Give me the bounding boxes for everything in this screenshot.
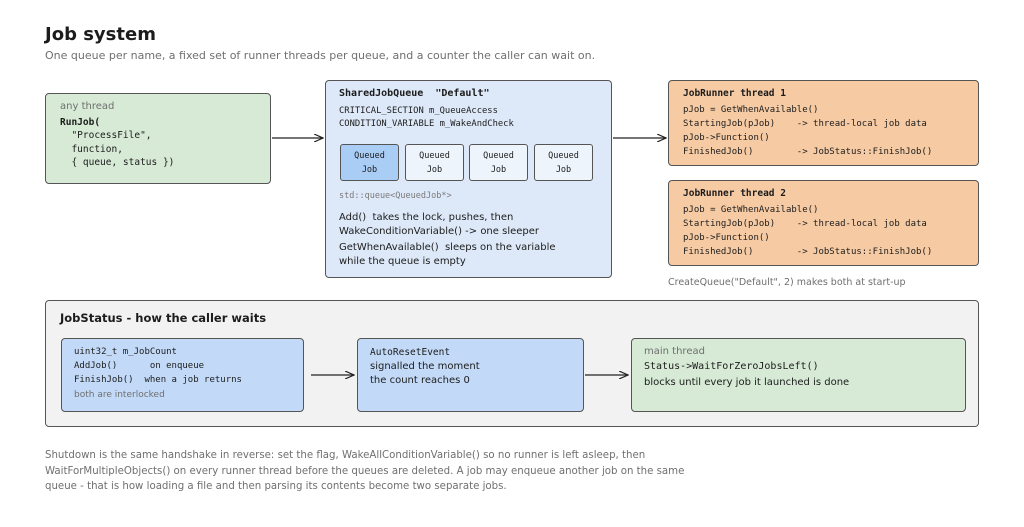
auto-reset-event-box: AutoResetEvent signalled the moment the …: [357, 338, 584, 412]
run-job-arg-function: function,: [60, 143, 123, 155]
footer-line-1: Shutdown is the same handshake in revers…: [45, 450, 646, 461]
shared-queue-box: SharedJobQueue "Default" CRITICAL_SECTIO…: [325, 80, 612, 278]
add-job-line: AddJob() on enqueue: [74, 361, 205, 371]
run-job-arg-options: { queue, status }): [60, 157, 175, 169]
shared-queue-title: SharedJobQueue "Default": [339, 88, 490, 99]
auto-reset-event-line: the count reaches 0: [370, 375, 470, 386]
job-runner-2-line: pJob = GetWhenAvailable(): [683, 205, 819, 215]
job-status-title: JobStatus - how the caller waits: [60, 311, 267, 325]
job-runner-1-title: JobRunner thread 1: [683, 88, 786, 99]
queue-wait-line-2: while the queue is empty: [339, 256, 466, 267]
job-runner-2-line: pJob->Function(): [683, 233, 770, 243]
job-runner-1-line: StartingJob(pJob) -> thread-local job da…: [683, 119, 927, 129]
run-job-arg-name: "ProcessFile",: [60, 130, 152, 142]
page-subtitle: One queue per name, a fixed set of runne…: [45, 49, 596, 62]
job-count-box: uint32_t m_JobCount AddJob() on enqueue …: [61, 338, 304, 412]
job-runner-1-line: pJob = GetWhenAvailable(): [683, 105, 819, 115]
run-job-box: any thread RunJob( "ProcessFile", functi…: [45, 93, 271, 184]
queue-wait-line-1: GetWhenAvailable() sleeps on the variabl…: [339, 242, 556, 253]
footer-line-2: WaitForMultipleObjects() on every runner…: [45, 465, 685, 477]
page-title: Job system: [45, 24, 156, 45]
run-job-call: RunJob(: [60, 116, 101, 128]
finish-job-line: FinishJob() when a job returns: [74, 375, 242, 385]
interlocked-note: both are interlocked: [74, 390, 165, 400]
job-count-field: uint32_t m_JobCount: [74, 347, 177, 357]
main-thread-label: main thread: [644, 346, 705, 357]
job-runner-1-box: JobRunner thread 1 pJob = GetWhenAvailab…: [668, 80, 979, 166]
footer-line-3: queue - that is how loading a file and t…: [45, 481, 507, 492]
job-runner-2-box: JobRunner thread 2 pJob = GetWhenAvailab…: [668, 180, 979, 266]
queue-add-line-1: Add() takes the lock, pushes, then: [339, 212, 514, 223]
main-thread-box: main thread Status->WaitForZeroJobsLeft(…: [631, 338, 966, 412]
queue-container-type: std::queue<QueuedJob*>: [339, 191, 452, 201]
run-job-thread-label: any thread: [60, 101, 115, 112]
wait-for-zero-call: Status->WaitForZeroJobsLeft(): [644, 361, 819, 372]
job-runner-2-line: StartingJob(pJob) -> thread-local job da…: [683, 219, 927, 229]
queue-add-description: Add() takes the lock, pushes, then WakeC…: [339, 211, 539, 239]
job-runner-1-line: pJob->Function(): [683, 133, 770, 143]
create-queue-note: CreateQueue("Default", 2) makes both at …: [668, 277, 906, 288]
job-runner-1-line: FinishedJob() -> JobStatus::FinishJob(): [683, 147, 933, 157]
queue-wait-description: GetWhenAvailable() sleeps on the variabl…: [339, 241, 556, 269]
job-status-box: JobStatus - how the caller waits uint32_…: [45, 300, 979, 427]
main-thread-description: blocks until every job it launched is do…: [644, 377, 850, 388]
job-runner-2-title: JobRunner thread 2: [683, 188, 786, 199]
job-runner-2-line: FinishedJob() -> JobStatus::FinishJob(): [683, 247, 933, 257]
footer-notes: Shutdown is the same handshake in revers…: [45, 448, 684, 495]
queue-field-critical-section: CRITICAL_SECTION m_QueueAccess: [339, 106, 498, 116]
queue-field-condition-variable: CONDITION_VARIABLE m_WakeAndCheck: [339, 119, 514, 129]
auto-reset-event-title: AutoResetEvent: [370, 347, 451, 358]
auto-reset-event-line: signalled the moment: [370, 361, 480, 372]
queue-add-line-2: WakeConditionVariable() -> one sleeper: [339, 226, 540, 237]
